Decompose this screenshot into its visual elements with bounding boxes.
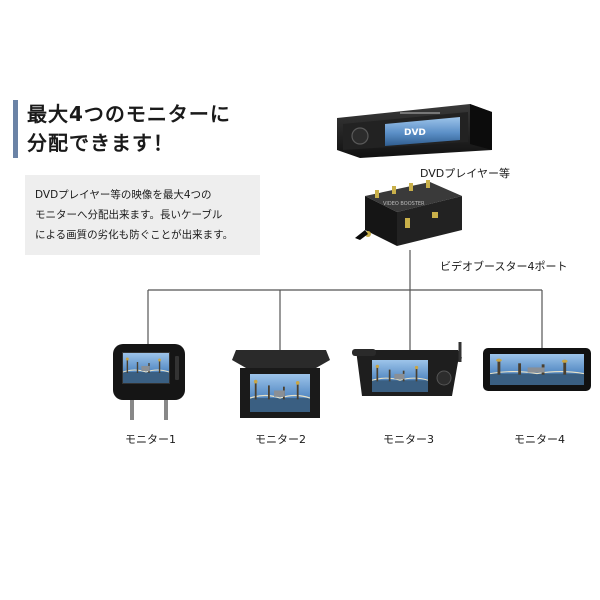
monitor-1-label: モニター1 <box>125 431 176 447</box>
monitor-2-label: モニター2 <box>255 431 306 447</box>
booster-panel-text: VIDEO BOOSTER <box>383 201 425 207</box>
video-booster-label: ビデオブースター4ポート <box>440 258 567 274</box>
monitor-3-device <box>352 342 462 396</box>
video-booster-device: VIDEO BOOSTER <box>355 180 462 246</box>
monitor-4-label: モニター4 <box>514 431 565 447</box>
dvd-player-label: DVDプレイヤー等 <box>420 165 510 181</box>
monitor-2-device <box>232 350 330 418</box>
dvd-player-device: DVD <box>337 104 492 158</box>
monitor-4-device <box>483 348 591 391</box>
dvd-screen-text: DVD <box>404 128 426 138</box>
monitor-1-device <box>113 344 185 420</box>
monitor-3-label: モニター3 <box>383 431 434 447</box>
